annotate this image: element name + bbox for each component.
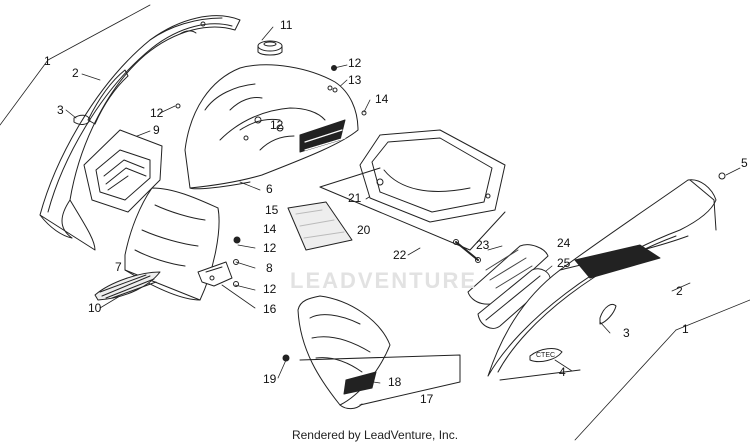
callout-25: 25 bbox=[557, 256, 571, 270]
callout-14-a: 14 bbox=[375, 92, 389, 106]
callout-2-right: 2 bbox=[676, 284, 683, 298]
callout-15: 15 bbox=[265, 203, 279, 217]
grommet-part bbox=[257, 40, 283, 56]
callout-1-right: 1 bbox=[682, 322, 689, 336]
front-nose-cowl bbox=[184, 64, 359, 190]
fasteners bbox=[175, 65, 726, 287]
callout-24: 24 bbox=[557, 236, 571, 250]
callout-13: 13 bbox=[348, 73, 362, 87]
callout-20: 20 bbox=[357, 223, 371, 237]
right-side-panel: CTEC bbox=[487, 179, 717, 381]
lens-panel bbox=[287, 201, 353, 251]
left-panel-trim bbox=[73, 69, 129, 125]
callout-12-a: 12 bbox=[348, 56, 362, 70]
callout-12-d: 12 bbox=[263, 241, 277, 255]
screw-fastener bbox=[282, 354, 290, 362]
mesh-grille bbox=[94, 271, 161, 301]
support-rod bbox=[453, 239, 481, 263]
callout-1-left: 1 bbox=[44, 54, 51, 68]
callout-19: 19 bbox=[263, 372, 277, 386]
front-lower-fascia bbox=[124, 187, 220, 301]
callout-3-left: 3 bbox=[57, 103, 64, 117]
callout-18: 18 bbox=[388, 375, 402, 389]
watermark: LEADVENTURE bbox=[290, 268, 478, 293]
storage-tray bbox=[319, 129, 506, 251]
callout-10: 10 bbox=[88, 301, 102, 315]
callout-12-b: 12 bbox=[150, 106, 164, 120]
footer-credit: Rendered by LeadVenture, Inc. bbox=[291, 428, 459, 442]
callout-23: 23 bbox=[476, 238, 490, 252]
callout-5: 5 bbox=[741, 156, 748, 170]
belly-pan bbox=[297, 295, 461, 410]
heat-shield bbox=[467, 244, 549, 305]
right-panel-clip bbox=[599, 304, 617, 325]
callout-11: 11 bbox=[280, 18, 293, 32]
left-side-panel bbox=[39, 15, 241, 251]
callout-9: 9 bbox=[153, 123, 160, 137]
svg-text:CTEC: CTEC bbox=[536, 352, 555, 359]
callout-21: 21 bbox=[348, 191, 362, 205]
callout-7: 7 bbox=[115, 260, 122, 274]
callout-3-right: 3 bbox=[623, 326, 630, 340]
callout-2-left: 2 bbox=[72, 66, 79, 80]
callout-16: 16 bbox=[263, 302, 277, 316]
callout-22: 22 bbox=[393, 248, 407, 262]
callout-14-b: 14 bbox=[263, 222, 277, 236]
callout-4: 4 bbox=[559, 365, 566, 379]
callout-12-e: 12 bbox=[263, 282, 277, 296]
reflector bbox=[343, 371, 377, 395]
callout-8: 8 bbox=[266, 261, 273, 275]
callout-12-c: 12 bbox=[270, 118, 284, 132]
callout-6: 6 bbox=[266, 182, 273, 196]
mount-bracket bbox=[197, 261, 233, 287]
callout-17: 17 bbox=[420, 392, 434, 406]
headlight-insert bbox=[83, 129, 163, 213]
